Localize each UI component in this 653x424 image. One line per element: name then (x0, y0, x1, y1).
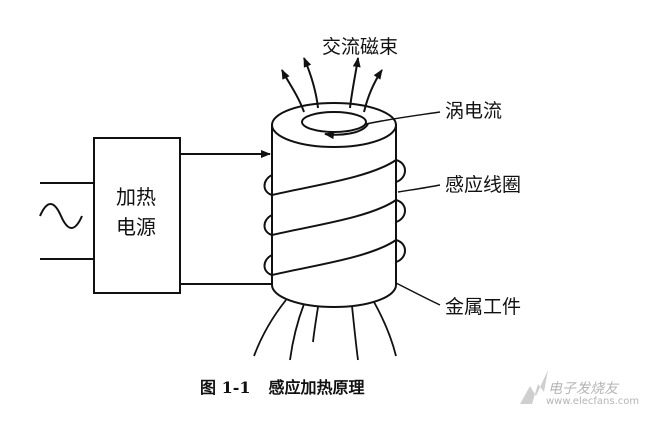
figure-title: 感应加热原理 (268, 378, 365, 397)
label-ac-flux: 交流磁束 (322, 36, 399, 58)
bottom-flux-lines (253, 299, 397, 361)
power-supply-label-line2: 电源 (116, 215, 156, 239)
eddy-current-arrow (324, 123, 369, 140)
figure-caption: 图 1-1 感应加热原理 (200, 374, 365, 398)
power-supply-label: 加热 电源 (116, 182, 156, 242)
power-supply-box (93, 137, 181, 294)
figure-number: 图 1-1 (200, 378, 251, 397)
label-leader-lines (365, 111, 441, 306)
ac-flux-arrows (281, 57, 383, 113)
ac-input-wires (40, 182, 94, 260)
watermark-url: www.elecfans.com (546, 396, 640, 407)
ac-source-icon (39, 203, 83, 229)
supply-output-wires (180, 150, 274, 285)
label-induction-coil: 感应线圈 (445, 174, 522, 196)
label-eddy-current: 涡电流 (445, 100, 503, 122)
watermark-text: 电子发烧友 (548, 381, 618, 397)
label-metal-workpiece: 金属工件 (445, 296, 522, 318)
metal-workpiece-cylinder (271, 102, 397, 308)
power-supply-label-line1: 加热 (116, 185, 156, 209)
induction-coil-windings (263, 159, 406, 276)
